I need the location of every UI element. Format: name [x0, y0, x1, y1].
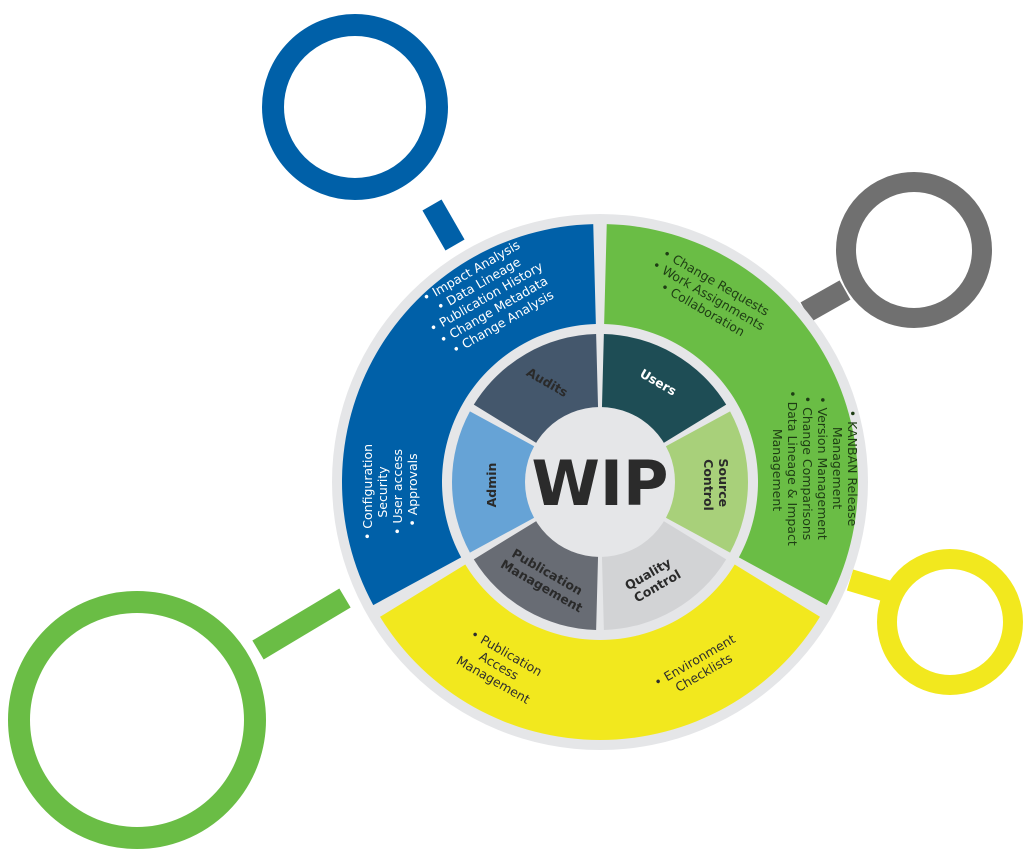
green-right-item-1: • KANBAN Release: [845, 410, 860, 527]
label-admin: Admin: [484, 463, 499, 508]
blue-left-item-1: • Configuration: [360, 444, 375, 540]
outer-segment-green: [604, 224, 858, 606]
connector-yellow: [846, 569, 894, 603]
satellite-circle-blue: [262, 14, 448, 200]
blue-left-item-2: Security: [375, 466, 390, 518]
green-right-list: • KANBAN Release Management • Version Ma…: [770, 390, 860, 549]
label-source-control: Source Control: [701, 459, 731, 512]
inner-segment-admin: [452, 411, 539, 553]
label-admin-line: Admin: [484, 463, 499, 508]
green-right-item-5: • Data Lineage & Impact: [785, 390, 800, 546]
satellite-circle-yellow: [877, 549, 1023, 695]
label-source-control-line1: Source: [716, 459, 731, 508]
center-title: WIP: [532, 447, 669, 520]
connector-blue: [422, 199, 465, 251]
blue-left-item-3: • User access: [390, 449, 405, 535]
green-right-item-3: • Version Management: [815, 396, 830, 540]
outer-segments: [342, 224, 858, 740]
inner-segment-source-control: [661, 411, 748, 553]
blue-left-item-4: • Approvals: [405, 453, 420, 526]
satellite-circle-green: [8, 591, 266, 849]
satellite-circle-gray: [836, 172, 992, 328]
blue-left-list: • Configuration Security • User access •…: [360, 440, 420, 540]
green-right-item-4: • Change Comparisons: [800, 396, 815, 541]
label-source-control-line2: Control: [701, 459, 716, 511]
center-disc: [525, 407, 675, 557]
connector-gray: [800, 280, 851, 322]
outer-segment-blue: [342, 224, 596, 606]
green-right-item-2: Management: [830, 427, 845, 509]
green-right-item-6: Management: [770, 429, 785, 511]
outer-segment-yellow: [380, 564, 820, 740]
connector-green: [252, 588, 351, 660]
